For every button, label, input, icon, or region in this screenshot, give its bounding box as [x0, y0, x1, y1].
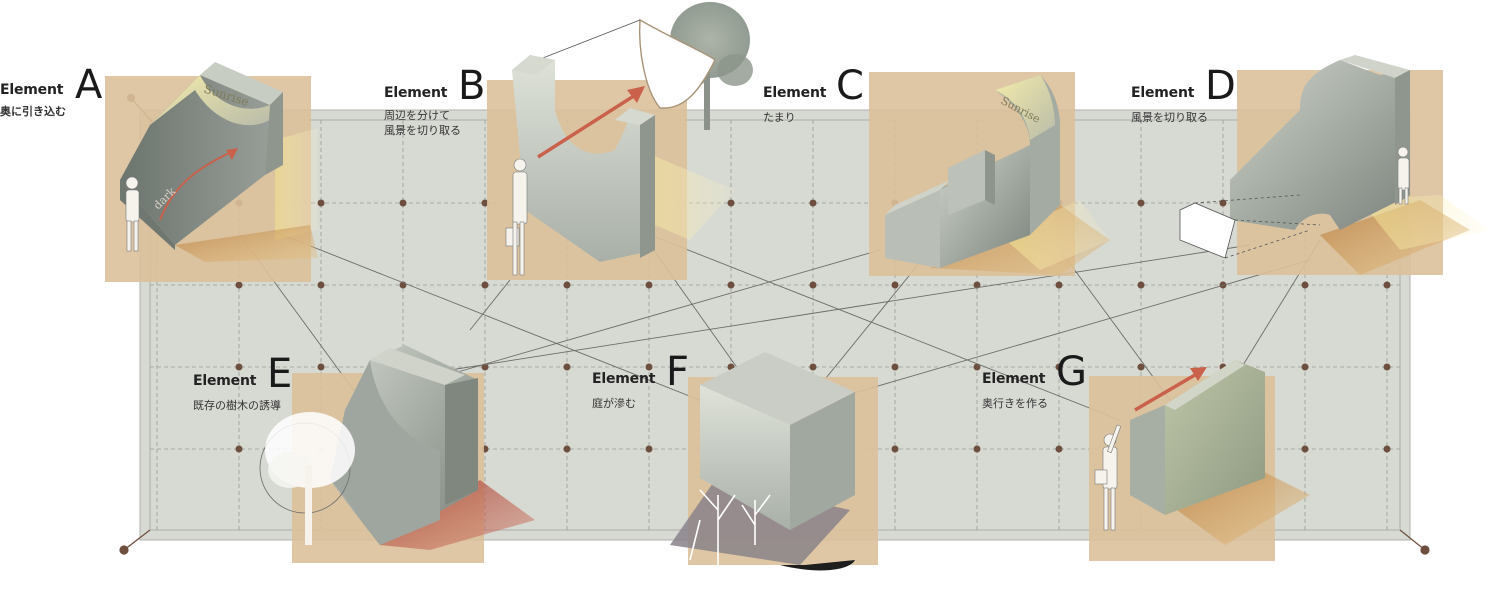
- element-b-right-face: [640, 115, 655, 258]
- element-b-word: Element: [384, 85, 447, 101]
- element-d-description: 風景を切り取る: [1131, 110, 1208, 125]
- element-e-letter: E: [267, 354, 292, 394]
- element-a-illustration: Sunrise dark: [105, 62, 318, 282]
- element-c-letter: C: [836, 66, 864, 106]
- element-f-description: 庭が滲む: [592, 396, 636, 411]
- element-c-niche-side: [985, 150, 995, 205]
- element-g-letter: G: [1056, 352, 1087, 392]
- element-f-illustration: [670, 352, 878, 570]
- element-b-letter: B: [458, 66, 485, 106]
- element-c-word: Element: [763, 85, 826, 101]
- element-c-illustration: Sunrise: [869, 72, 1110, 276]
- element-a-letter: A: [75, 65, 102, 105]
- element-c-description: たまり: [763, 110, 796, 125]
- element-f-word: Element: [592, 371, 655, 387]
- element-d-word: Element: [1131, 85, 1194, 101]
- element-f-letter: F: [666, 352, 689, 392]
- element-b-description: 周辺を分けて 風景を切り取る: [384, 108, 461, 138]
- element-e-right-face: [445, 378, 478, 505]
- element-a-word: Element: [0, 82, 63, 98]
- element-e-description: 既存の樹木の誘導: [193, 398, 281, 413]
- element-g-description: 奥行きを作る: [982, 396, 1048, 411]
- element-d-letter: D: [1205, 66, 1236, 106]
- element-e-word: Element: [193, 373, 256, 389]
- element-a-description: 奥に引き込む: [0, 104, 66, 119]
- element-g-word: Element: [982, 371, 1045, 387]
